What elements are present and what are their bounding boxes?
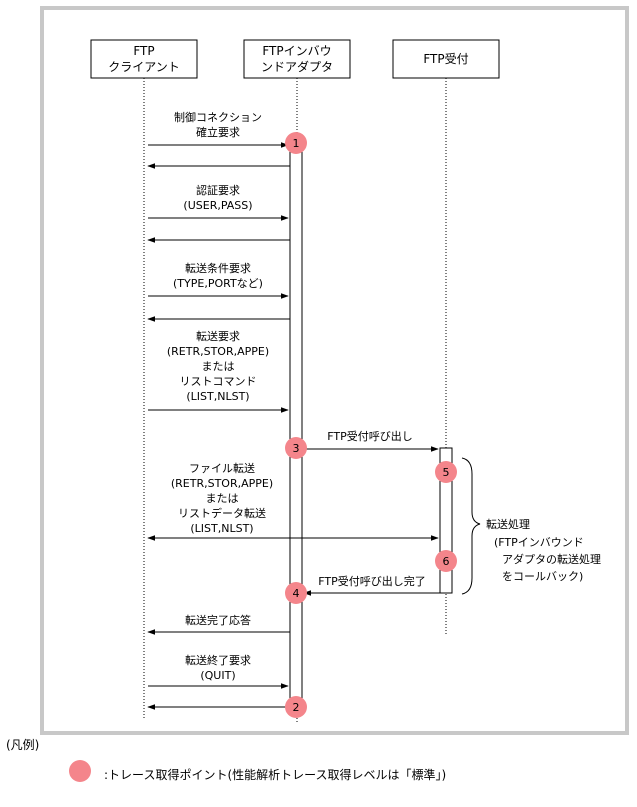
trace-point-3: 3 xyxy=(285,437,307,459)
msg-transfer-req-line3: または xyxy=(202,360,235,373)
participant-adapter-line1: FTPインバウ xyxy=(262,44,331,58)
participant-client-line2: クライアント xyxy=(108,60,180,74)
trace-point-1-label: 1 xyxy=(293,137,300,150)
msg-control-connect-line2: 確立要求 xyxy=(196,125,240,139)
diagram-frame xyxy=(40,6,629,735)
brace-note-line1: 転送処理 xyxy=(486,517,530,531)
msg-transfer-done: 転送完了応答 xyxy=(185,613,251,627)
transfer-brace xyxy=(461,457,481,595)
trace-point-5: 5 xyxy=(435,461,457,483)
msg-file-transfer-line5: (LIST,NLST) xyxy=(190,522,253,535)
trace-point-3-label: 3 xyxy=(293,442,300,455)
msg-transfer-end-line1: 転送終了要求 xyxy=(185,653,251,667)
msg-auth-line1: 認証要求 xyxy=(196,183,240,197)
msg-transfer-req-line4: リストコマンド xyxy=(180,375,257,388)
participant-receiver-label: FTP受付 xyxy=(423,52,468,66)
msg-file-transfer-line3: または xyxy=(206,492,239,505)
trace-point-2: 2 xyxy=(285,696,307,718)
msg-receiver-done: FTP受付呼び出し完了 xyxy=(318,574,426,588)
brace-note-line4: をコールバック) xyxy=(502,570,583,583)
trace-point-1: 1 xyxy=(285,132,307,154)
trace-point-2-label: 2 xyxy=(293,701,300,714)
msg-file-transfer-line1: ファイル転送 xyxy=(189,461,255,475)
msg-transfer-end-line2: (QUIT) xyxy=(200,669,235,682)
participant-receiver: FTP受付 xyxy=(392,39,500,79)
msg-transfer-req-line2: (RETR,STOR,APPE) xyxy=(167,345,269,358)
legend-text: :トレース取得ポイント(性能解析トレース取得レベルは「標準」) xyxy=(104,768,447,782)
trace-point-4: 4 xyxy=(285,582,307,604)
trace-point-6-label: 6 xyxy=(443,555,450,568)
participant-adapter-line2: ンドアダプタ xyxy=(261,59,333,74)
msg-transfer-req-line5: (LIST,NLST) xyxy=(186,390,249,403)
msg-transfer-req-line1: 転送要求 xyxy=(196,329,240,343)
activation-adapter xyxy=(289,134,303,713)
participant-client: FTP クライアント xyxy=(90,39,198,79)
trace-point-4-label: 4 xyxy=(293,587,300,600)
msg-transfer-cond-line2: (TYPE,PORTなど) xyxy=(173,277,263,290)
msg-transfer-cond-line1: 転送条件要求 xyxy=(185,261,251,275)
msg-receiver-call: FTP受付呼び出し xyxy=(327,429,413,443)
participant-client-line1: FTP xyxy=(133,44,154,58)
msg-file-transfer-line4: リストデータ転送 xyxy=(178,506,266,520)
trace-point-5-label: 5 xyxy=(443,466,450,479)
participant-adapter: FTPインバウ ンドアダプタ xyxy=(243,39,351,79)
msg-control-connect-line1: 制御コネクション xyxy=(174,110,262,124)
msg-file-transfer-line2: (RETR,STOR,APPE) xyxy=(171,477,273,490)
brace-note-line3: アダプタの転送処理 xyxy=(502,552,601,566)
legend-marker xyxy=(69,760,91,782)
legend-title: (凡例) xyxy=(6,738,40,752)
trace-point-6: 6 xyxy=(435,550,457,572)
brace-note-line2: (FTPインバウンド xyxy=(494,536,584,549)
msg-auth-line2: (USER,PASS) xyxy=(183,199,252,212)
